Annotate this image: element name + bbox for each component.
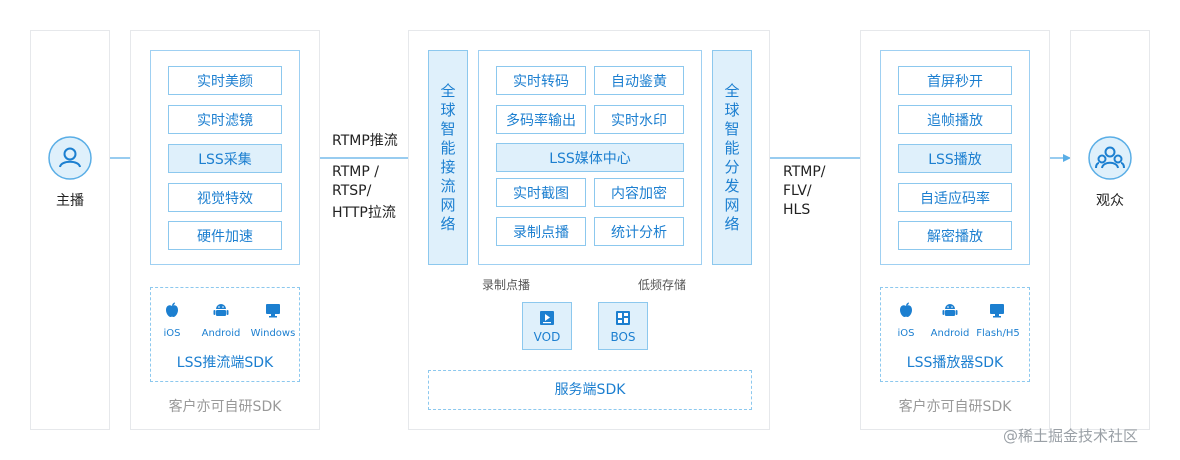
media-center-label: LSS媒体中心 xyxy=(496,143,684,172)
out-protocol-line-3: HLS xyxy=(783,202,811,218)
server-feature-analytics: 统计分析 xyxy=(594,217,684,246)
group-icon xyxy=(1088,136,1132,180)
video-icon xyxy=(540,310,554,325)
viewer-panel xyxy=(1070,30,1150,430)
server-sdk-box: 服务端SDK xyxy=(428,370,752,410)
server-feature-transcode: 实时转码 xyxy=(496,66,586,95)
ingest-char-1: 球 xyxy=(440,100,456,119)
apple-icon xyxy=(163,301,181,319)
monitor-icon xyxy=(988,301,1006,319)
pull-protocol-line-1: RTMP / xyxy=(332,164,379,180)
server-feature-porn-detect: 自动鉴黄 xyxy=(594,66,684,95)
vod-box: VOD xyxy=(522,302,572,350)
dist-char-5: 发 xyxy=(724,176,740,195)
bos-box: BOS xyxy=(598,302,648,350)
server-feature-record: 录制点播 xyxy=(496,217,586,246)
push-platform-ios: iOS xyxy=(163,328,181,339)
player-platform-android: Android xyxy=(930,328,970,339)
grid-icon xyxy=(616,310,630,325)
push-feature-capture: LSS采集 xyxy=(168,144,282,173)
distribution-network: 全 球 智 能 分 发 网 络 xyxy=(712,50,752,265)
anchor-label: 主播 xyxy=(56,193,84,209)
anchor-panel xyxy=(30,30,110,430)
ingest-network: 全 球 智 能 接 流 网 络 xyxy=(428,50,468,265)
server-feature-encryption: 内容加密 xyxy=(594,178,684,207)
bos-label: BOS xyxy=(610,329,636,344)
ingest-char-2: 智 xyxy=(440,119,456,138)
ingest-char-5: 流 xyxy=(440,176,456,195)
vod-label: VOD xyxy=(533,329,561,344)
pull-protocol-line-2: RTSP/ xyxy=(332,183,372,199)
push-platform-windows: Windows xyxy=(250,328,296,339)
push-platform-android: Android xyxy=(201,328,241,339)
ingest-char-7: 络 xyxy=(440,214,456,233)
storage-label: 低频存储 xyxy=(638,278,687,292)
dist-char-4: 分 xyxy=(724,157,740,176)
player-sdk-footer: 客户亦可自研SDK xyxy=(898,399,1012,415)
dist-char-1: 球 xyxy=(724,100,740,119)
android-icon xyxy=(941,301,959,319)
watermark: @稀土掘金技术社区 xyxy=(1003,427,1139,445)
player-feature-fast-start: 首屏秒开 xyxy=(898,66,1012,95)
player-sdk-name: LSS播放器SDK xyxy=(906,355,1004,371)
player-feature-play: LSS播放 xyxy=(898,144,1012,173)
server-feature-multi-bitrate: 多码率输出 xyxy=(496,105,586,134)
out-protocol-line-1: RTMP/ xyxy=(783,164,826,180)
record-label: 录制点播 xyxy=(482,278,531,292)
dist-char-7: 络 xyxy=(724,214,740,233)
push-feature-effects: 视觉特效 xyxy=(168,183,282,212)
ingest-char-6: 网 xyxy=(440,195,456,214)
user-icon xyxy=(48,136,92,180)
ingest-char-0: 全 xyxy=(440,81,456,100)
dist-char-3: 能 xyxy=(724,138,740,157)
push-feature-beauty: 实时美颜 xyxy=(168,66,282,95)
server-feature-watermark: 实时水印 xyxy=(594,105,684,134)
push-sdk-name: LSS推流端SDK xyxy=(176,355,274,371)
push-feature-hw-accel: 硬件加速 xyxy=(168,221,282,250)
pull-protocol-line-3: HTTP拉流 xyxy=(332,205,396,221)
push-protocol-label: RTMP推流 xyxy=(332,133,398,149)
player-platform-ios: iOS xyxy=(897,328,915,339)
player-platform-flash-h5: Flash/H5 xyxy=(976,328,1020,339)
push-sdk-box xyxy=(150,287,300,382)
monitor-icon xyxy=(264,301,282,319)
player-feature-adaptive: 自适应码率 xyxy=(898,183,1012,212)
dist-char-0: 全 xyxy=(724,81,740,100)
apple-icon xyxy=(897,301,915,319)
ingest-char-4: 接 xyxy=(440,157,456,176)
player-sdk-box xyxy=(880,287,1030,382)
player-feature-decrypt: 解密播放 xyxy=(898,221,1012,250)
push-sdk-footer: 客户亦可自研SDK xyxy=(168,399,282,415)
server-feature-screenshot: 实时截图 xyxy=(496,178,586,207)
viewer-label: 观众 xyxy=(1096,193,1124,209)
push-feature-filter: 实时滤镜 xyxy=(168,105,282,134)
android-icon xyxy=(212,301,230,319)
out-protocol-line-2: FLV/ xyxy=(783,183,812,199)
ingest-char-3: 能 xyxy=(440,138,456,157)
dist-char-6: 网 xyxy=(724,195,740,214)
dist-char-2: 智 xyxy=(724,119,740,138)
player-feature-frame-chase: 追帧播放 xyxy=(898,105,1012,134)
